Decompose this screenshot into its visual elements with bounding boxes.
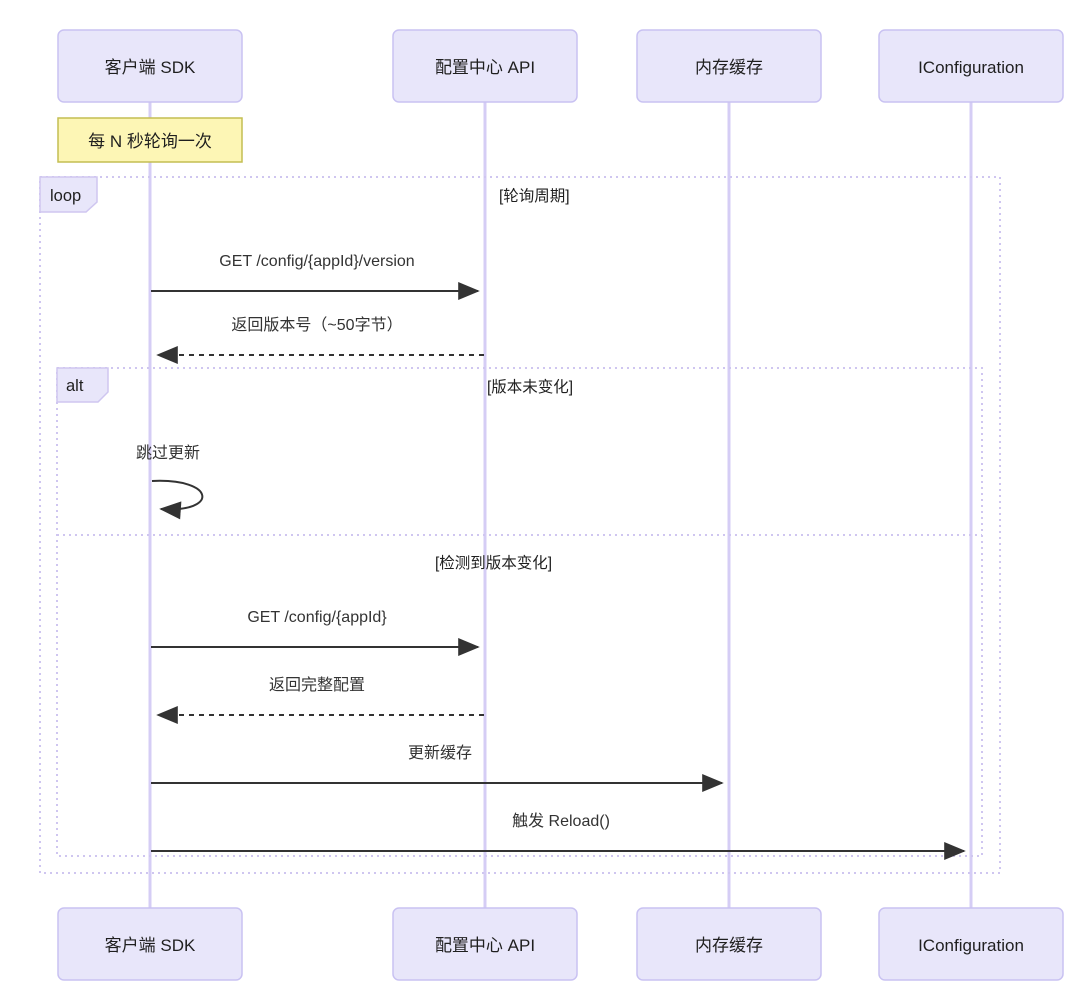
message-trigger-reload-label: 触发 Reload()	[512, 812, 610, 830]
note-polling-interval: 每 N 秒轮询一次	[57, 117, 243, 163]
participant-bottom-api[interactable]: 配置中心 API	[392, 907, 578, 981]
message-skip-update: 跳过更新	[136, 444, 204, 520]
participant-top-cache-label: 内存缓存	[695, 58, 763, 77]
fragment-alt-condition-1: [版本未变化]	[487, 378, 573, 396]
participant-top-sdk-label: 客户端 SDK	[105, 58, 196, 77]
participant-bottom-cache[interactable]: 内存缓存	[636, 907, 822, 981]
participant-bottom-api-box[interactable]	[392, 907, 578, 981]
message-return-config-label: 返回完整配置	[269, 676, 365, 694]
participant-top-api-label: 配置中心 API	[435, 58, 535, 77]
participant-top-iconf-label: IConfiguration	[918, 58, 1024, 77]
message-get-version: GET /config/{appId}/version	[151, 253, 480, 300]
fragment-alt-label: alt	[66, 377, 84, 395]
participant-top-iconf-box[interactable]	[878, 29, 1064, 103]
message-get-config: GET /config/{appId}	[151, 609, 480, 656]
message-trigger-reload: 触发 Reload()	[151, 812, 966, 860]
fragment-loop-condition: [轮询周期]	[499, 187, 570, 205]
message-get-version-label: GET /config/{appId}/version	[219, 253, 414, 270]
fragment-loop-label-tab	[39, 176, 98, 213]
participant-bottom-cache-label: 内存缓存	[695, 936, 763, 955]
participant-top-cache[interactable]: 内存缓存	[636, 29, 822, 103]
participant-bottom-api-label: 配置中心 API	[435, 936, 535, 955]
note-polling-interval-box	[57, 117, 243, 163]
participant-top-cache-box[interactable]	[636, 29, 822, 103]
participant-bottom-sdk-label: 客户端 SDK	[105, 936, 196, 955]
fragment-alt: alt [版本未变化] [检测到版本变化]	[56, 367, 983, 857]
messages: GET /config/{appId}/version 返回版本号（~50字节）…	[136, 253, 966, 860]
message-return-version: 返回版本号（~50字节）	[156, 316, 484, 364]
participant-bottom-sdk[interactable]: 客户端 SDK	[57, 907, 243, 981]
participant-bottom-iconf[interactable]: IConfiguration	[878, 907, 1064, 981]
message-update-cache-label: 更新缓存	[408, 744, 472, 762]
participant-top-sdk[interactable]: 客户端 SDK	[57, 29, 243, 103]
message-skip-update-arrow	[151, 479, 204, 520]
participant-top-api-box[interactable]	[392, 29, 578, 103]
participant-top-sdk-box[interactable]	[57, 29, 243, 103]
fragment-loop-label: loop	[50, 187, 81, 205]
message-update-cache: 更新缓存	[151, 744, 724, 792]
participant-bottom-iconf-box[interactable]	[878, 907, 1064, 981]
note-polling-interval-label: 每 N 秒轮询一次	[88, 132, 212, 151]
participant-bottom-sdk-box[interactable]	[57, 907, 243, 981]
participant-bottom-iconf-label: IConfiguration	[918, 936, 1024, 955]
message-return-version-label: 返回版本号（~50字节）	[231, 316, 402, 334]
participants-bottom: 客户端 SDK 配置中心 API 内存缓存 IConfiguration	[57, 907, 1064, 981]
fragment-alt-condition-2: [检测到版本变化]	[435, 554, 552, 572]
participant-top-api[interactable]: 配置中心 API	[392, 29, 578, 103]
fragment-alt-box	[56, 367, 983, 857]
message-return-config: 返回完整配置	[156, 676, 484, 724]
fragment-loop-box	[39, 176, 1001, 874]
lifelines	[148, 102, 973, 908]
fragment-loop: loop [轮询周期]	[39, 176, 1001, 874]
fragment-alt-label-tab	[56, 367, 109, 403]
participant-bottom-cache-box[interactable]	[636, 907, 822, 981]
participants-top: 客户端 SDK 配置中心 API 内存缓存 IConfiguration	[57, 29, 1064, 103]
message-skip-update-label: 跳过更新	[136, 444, 200, 462]
message-get-config-label: GET /config/{appId}	[247, 609, 387, 626]
participant-top-iconf[interactable]: IConfiguration	[878, 29, 1064, 103]
